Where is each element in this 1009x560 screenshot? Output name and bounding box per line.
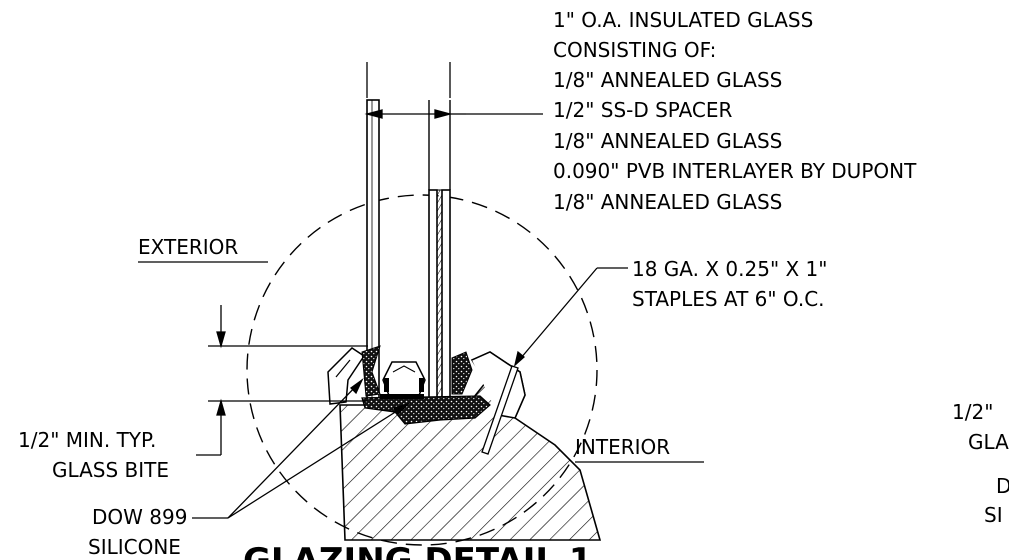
glass-spec-line-2: CONSISTING OF: [553,38,716,62]
adjacent-detail-fragment-4: SI [984,503,1003,527]
adjacent-detail-fragment-1: 1/2" [952,400,993,424]
adjacent-detail-fragment-2: GLA [968,430,1009,454]
glass-bite-dimension [196,305,368,456]
exterior-label: EXTERIOR [138,235,238,259]
interior-lite-a [428,189,438,399]
glass-bite-label-line-2: GLASS BITE [52,458,169,482]
interior-lite-b [441,189,451,399]
detail-boundary-circle [246,194,598,546]
insulated-glass-unit [366,99,451,399]
interior-label: INTERIOR [575,435,670,459]
glass-spec-line-3: 1/8" ANNEALED GLASS [553,68,782,92]
glass-spec-line-1: 1" O.A. INSULATED GLASS [553,8,813,32]
glass-spec-line-4: 1/2" SS-D SPACER [553,98,733,122]
staples-label-line-2: STAPLES AT 6" O.C. [632,287,825,311]
glass-bite-label-line-1: 1/2" MIN. TYP. [18,428,156,452]
sealant-label-line-1: DOW 899 [92,505,187,529]
glass-spec-line-6: 0.090" PVB INTERLAYER BY DUPONT [553,159,917,183]
glass-spec-line-5: 1/8" ANNEALED GLASS [553,129,782,153]
detail-title: GLAZING DETAIL 1 [243,541,593,560]
adjacent-detail-fragment-3: D [996,474,1009,498]
glass-thickness-dimension [364,62,543,119]
glass-spec-line-7: 1/8" ANNEALED GLASS [553,190,782,214]
leader-lines [192,267,628,519]
sealant-label-line-2: SILICONE [88,535,181,559]
staple [481,365,519,455]
ss-d-spacer [382,361,426,399]
staples-label-line-1: 18 GA. X 0.25" X 1" [632,257,827,281]
silicone-sealant [361,345,491,425]
